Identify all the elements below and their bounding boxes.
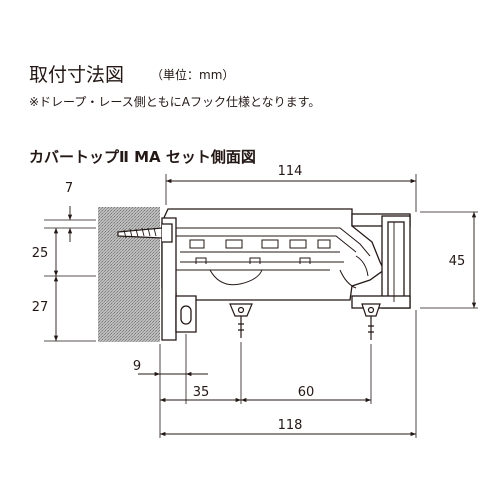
hook-2 xyxy=(361,303,381,340)
dim-27: 27 xyxy=(32,300,49,315)
diagram-subtitle: カバートップⅡ MA セット側面図 xyxy=(29,148,256,166)
dim-45: 45 xyxy=(449,254,466,269)
hook-1 xyxy=(229,303,253,338)
dimension-arrows xyxy=(53,178,477,437)
dim-114: 114 xyxy=(278,164,303,179)
dim-60: 60 xyxy=(298,385,315,400)
dim-35: 35 xyxy=(193,385,210,400)
hook-note: ※ドレープ・レース側ともにAフック仕様となります。 xyxy=(29,95,321,109)
dim-118: 118 xyxy=(278,418,303,433)
dim-25: 25 xyxy=(32,246,49,261)
dim-7: 7 xyxy=(65,181,73,196)
wall-bracket xyxy=(161,217,197,341)
screw xyxy=(117,223,173,243)
dim-9: 9 xyxy=(133,359,141,374)
page-title: 取付寸法図 xyxy=(29,64,125,86)
wall xyxy=(98,207,160,342)
curtain-rail-body xyxy=(161,208,385,301)
unit-label: （単位：mm） xyxy=(151,68,235,82)
